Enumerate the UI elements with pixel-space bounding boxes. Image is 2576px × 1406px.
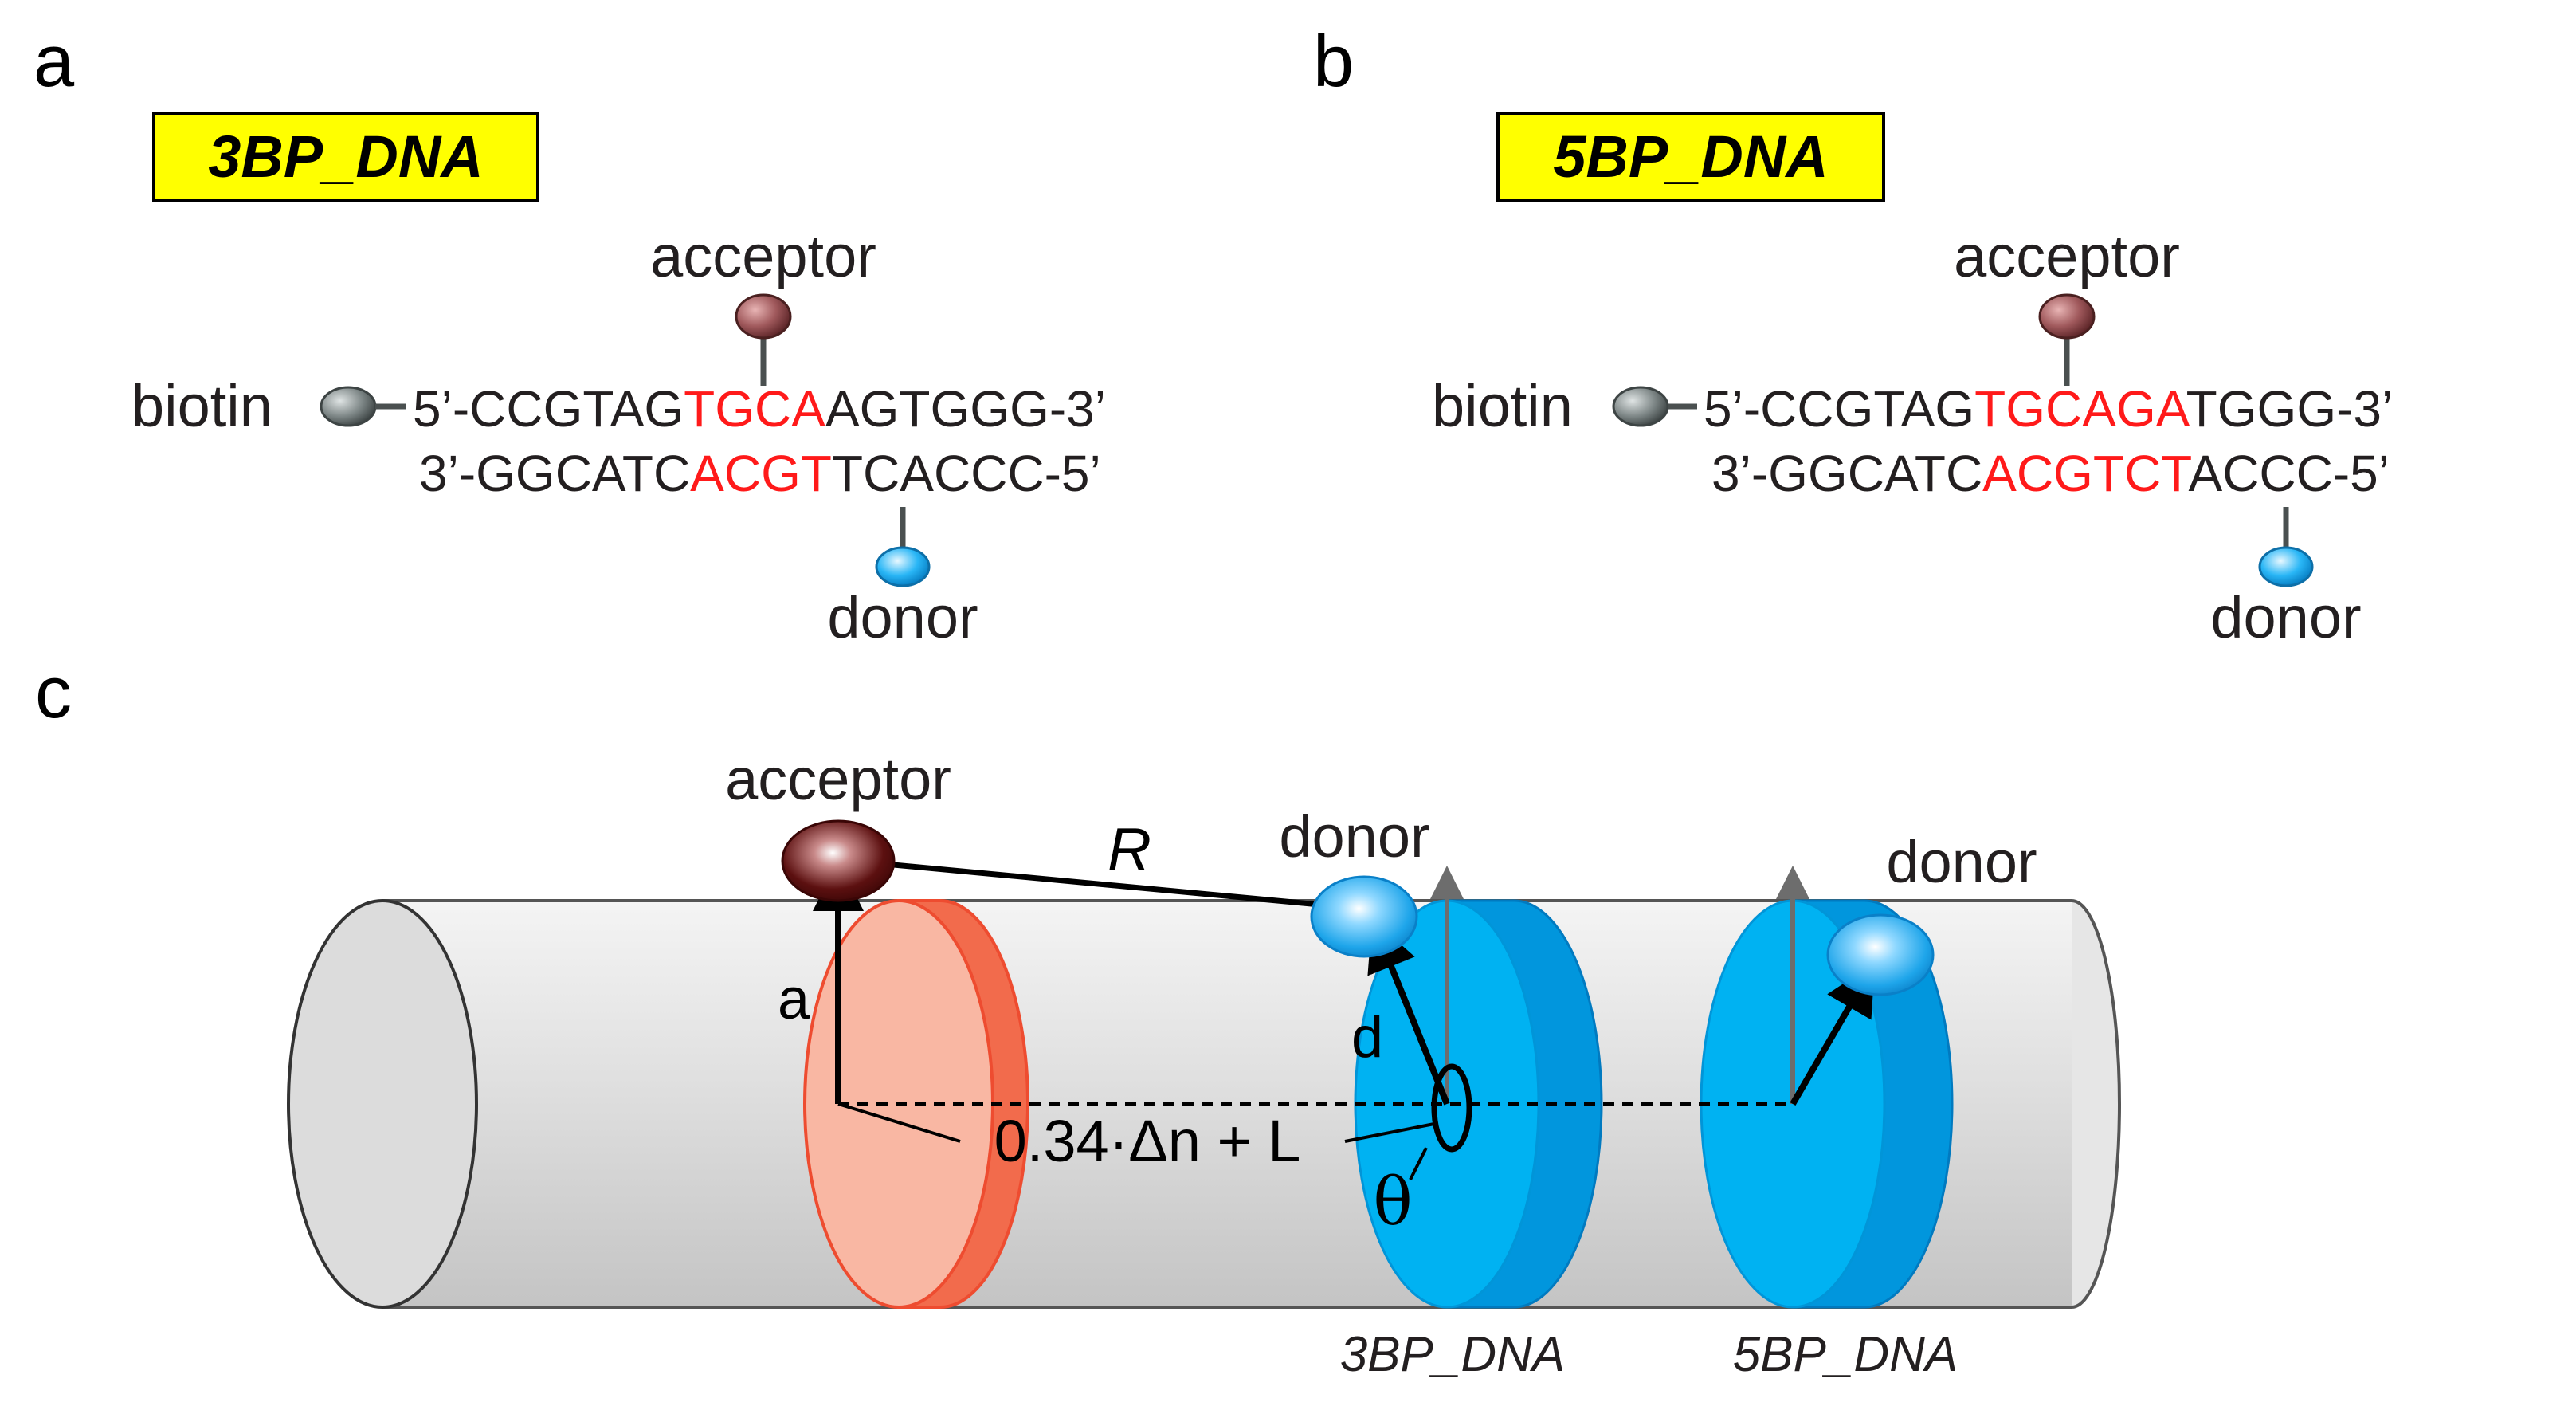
panel-b-title-box bbox=[1496, 112, 1885, 202]
vector-d-arrow bbox=[1367, 919, 1450, 1106]
distance-label: 0.34·Δn + L bbox=[994, 1108, 1301, 1174]
panel-a-top-strand: 5’-CCGTAGTGCAAGTGGG-3’ bbox=[413, 380, 1106, 438]
panel-a-biotin-label: biotin bbox=[131, 373, 272, 439]
panel-a-acceptor-ball bbox=[735, 293, 792, 340]
panel-a-acceptor-label: acceptor bbox=[650, 223, 876, 289]
distance-leader-left bbox=[837, 1102, 961, 1143]
theta-label: θ bbox=[1373, 1164, 1412, 1240]
panel-b-acceptor-label: acceptor bbox=[1954, 223, 2180, 289]
panel-a-biotin-ball bbox=[320, 386, 377, 427]
panel-c-letter: c bbox=[35, 652, 72, 733]
panel-b-donor-label: donor bbox=[2210, 584, 2361, 650]
disk-label-5bp: 5BP_DNA bbox=[1733, 1327, 1958, 1382]
panel-c-donor-label-3bp: donor bbox=[1279, 803, 1429, 870]
panel-b-letter: b bbox=[1313, 21, 1354, 102]
vector-r-arrow bbox=[840, 842, 1363, 912]
panel-b-donor-ball bbox=[2258, 546, 2314, 587]
panel-a: a 3BP_DNA acceptor biotin 5’-CCGTAGTGCAA… bbox=[33, 21, 1106, 650]
distance-leader-right bbox=[1344, 1122, 1435, 1143]
panel-b: b 5BP_DNA acceptor biotin 5’-CCGTAGTGCAG… bbox=[1313, 21, 2393, 650]
acceptor-sphere bbox=[781, 819, 896, 902]
panel-b-title: 5BP_DNA bbox=[1553, 124, 1828, 190]
panel-b-top-strand: 5’-CCGTAGTGCAGATGGG-3’ bbox=[1704, 380, 2393, 438]
panel-a-title: 3BP_DNA bbox=[208, 124, 483, 190]
panel-a-title-box bbox=[152, 112, 539, 202]
disk-label-3bp: 3BP_DNA bbox=[1340, 1327, 1566, 1382]
panel-a-top-prefix: 5’-CCGTAG bbox=[413, 380, 684, 438]
donor-sphere-5bp bbox=[1826, 913, 1935, 996]
panel-b-biotin-ball bbox=[1612, 386, 1669, 427]
panel-b-bottom-suffix: ACCC-5’ bbox=[2189, 445, 2390, 502]
panel-b-bottom-prefix: 3’-GGCATC bbox=[1711, 445, 1982, 502]
d-label: d bbox=[1351, 1006, 1383, 1070]
r-label: R bbox=[1108, 816, 1151, 884]
panel-a-donor-label: donor bbox=[827, 584, 978, 650]
panel-a-top-highlight: TGCA bbox=[684, 380, 825, 438]
panel-a-bottom-strand: 3’-GGCATCACGTTCACCC-5’ bbox=[419, 445, 1101, 502]
donor-sphere-3bp bbox=[1310, 875, 1418, 958]
panel-c-acceptor-label: acceptor bbox=[725, 746, 951, 812]
panel-c-donor-label-5bp: donor bbox=[1886, 829, 2037, 895]
a-label: a bbox=[778, 968, 810, 1031]
theta-rotation-marker bbox=[1431, 1063, 1472, 1153]
panel-b-bottom-highlight: ACGTCT bbox=[1982, 445, 2191, 502]
panel-c: c bbox=[35, 652, 2121, 1382]
panel-a-letter: a bbox=[33, 21, 75, 102]
panel-b-bottom-strand: 3’-GGCATCACGTCTACCC-5’ bbox=[1711, 445, 2390, 502]
theta-leader bbox=[1409, 1147, 1428, 1180]
panel-a-bottom-prefix: 3’-GGCATC bbox=[419, 445, 690, 502]
panel-a-bottom-highlight: ACGT bbox=[690, 445, 832, 502]
vector-5bp-arrow bbox=[1790, 963, 1876, 1106]
panel-b-top-prefix: 5’-CCGTAG bbox=[1704, 380, 1974, 438]
panel-b-top-suffix: TGGG-3’ bbox=[2186, 380, 2394, 438]
panel-a-bottom-suffix: TCACCC-5’ bbox=[832, 445, 1101, 502]
panel-b-biotin-label: biotin bbox=[1432, 373, 1573, 439]
panel-a-top-suffix: AGTGGG-3’ bbox=[825, 380, 1106, 438]
cylinder-end-cap bbox=[287, 899, 478, 1309]
panel-a-donor-ball bbox=[875, 546, 931, 587]
panel-b-top-highlight: TGCAGA bbox=[1974, 380, 2190, 438]
panel-b-acceptor-ball bbox=[2038, 293, 2096, 340]
